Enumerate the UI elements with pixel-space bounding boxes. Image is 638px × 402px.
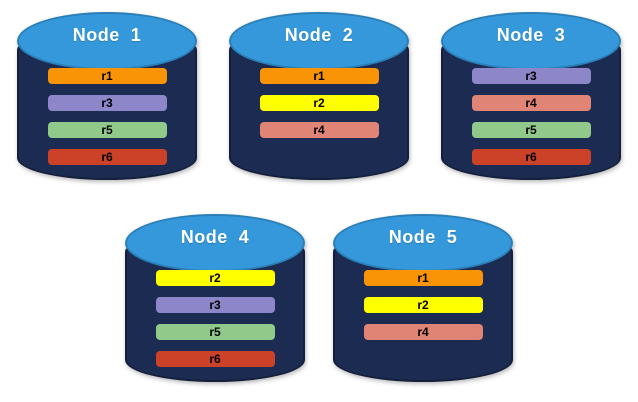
- replica-bar[interactable]: r5: [47, 122, 167, 138]
- replica-bar[interactable]: r1: [47, 68, 167, 84]
- replica-bar[interactable]: r6: [155, 351, 275, 367]
- cylinder-top-ellipse: [17, 12, 197, 70]
- node-label: Node 4: [180, 227, 250, 247]
- replica-bar[interactable]: r5: [155, 324, 275, 340]
- replica-bar[interactable]: r3: [47, 95, 167, 111]
- node-label: Node 2: [284, 25, 354, 45]
- replica-bar[interactable]: r1: [259, 68, 379, 84]
- replica-stack: r2 r3 r5 r6: [125, 270, 305, 367]
- replica-stack: r3 r4 r5 r6: [441, 68, 621, 165]
- replica-bar[interactable]: r2: [155, 270, 275, 286]
- database-node[interactable]: Node 2 r1 r2 r4: [229, 6, 409, 192]
- replica-stack: r1 r2 r4: [229, 68, 409, 138]
- database-node[interactable]: Node 5 r1 r2 r4: [333, 208, 513, 394]
- replica-bar[interactable]: r1: [363, 270, 483, 286]
- replica-stack: r1 r3 r5 r6: [17, 68, 197, 165]
- replica-bar[interactable]: r4: [471, 95, 591, 111]
- replica-bar[interactable]: r3: [471, 68, 591, 84]
- replica-bar[interactable]: r4: [259, 122, 379, 138]
- replica-bar[interactable]: r5: [471, 122, 591, 138]
- node-row-top: Node 1 r1 r3 r5 r6 Node 2 r1 r2 r4 Node 3 r3 r4 r5 r6: [0, 6, 638, 192]
- database-node[interactable]: Node 3 r3 r4 r5 r6: [441, 6, 621, 192]
- database-node[interactable]: Node 1 r1 r3 r5 r6: [17, 6, 197, 192]
- replica-bar[interactable]: r4: [363, 324, 483, 340]
- replica-bar[interactable]: r6: [47, 149, 167, 165]
- node-label: Node 5: [388, 227, 458, 247]
- replica-bar[interactable]: r2: [363, 297, 483, 313]
- replica-bar[interactable]: r2: [259, 95, 379, 111]
- node-row-bottom: Node 4 r2 r3 r5 r6 Node 5 r1 r2 r4: [0, 208, 638, 394]
- node-label: Node 1: [72, 25, 142, 45]
- node-label: Node 3: [496, 25, 566, 45]
- replica-bar[interactable]: r3: [155, 297, 275, 313]
- replica-stack: r1 r2 r4: [333, 270, 513, 340]
- database-node[interactable]: Node 4 r2 r3 r5 r6: [125, 208, 305, 394]
- replica-bar[interactable]: r6: [471, 149, 591, 165]
- cylinder-top-ellipse: [125, 214, 305, 272]
